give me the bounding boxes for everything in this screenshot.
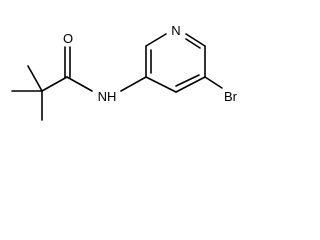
bond-tbu-c1 xyxy=(41,76,68,92)
ring-nitrogen-label: N xyxy=(171,23,180,38)
bond-amide-c-n xyxy=(66,76,93,92)
molecule-structure: O N NH Br xyxy=(11,23,238,121)
bromine-label: Br xyxy=(224,89,238,104)
bond-ring-c4-c3 xyxy=(145,76,177,93)
oxygen-label: O xyxy=(63,31,73,46)
bond-tbu-methyl-top xyxy=(27,65,43,92)
bond-ring-n1-c6 xyxy=(185,33,206,47)
structure-canvas: O N NH Br xyxy=(0,0,258,132)
amide-nh-label: NH xyxy=(98,89,117,104)
bond-ring-inner-right xyxy=(185,38,201,49)
bond-ring-c5-c4 xyxy=(175,76,206,93)
bond-c-br xyxy=(204,76,223,89)
bond-n-ring xyxy=(120,76,147,92)
bond-ring-c2-n1 xyxy=(145,33,167,47)
bond-ring-inner-bottom xyxy=(175,74,200,87)
